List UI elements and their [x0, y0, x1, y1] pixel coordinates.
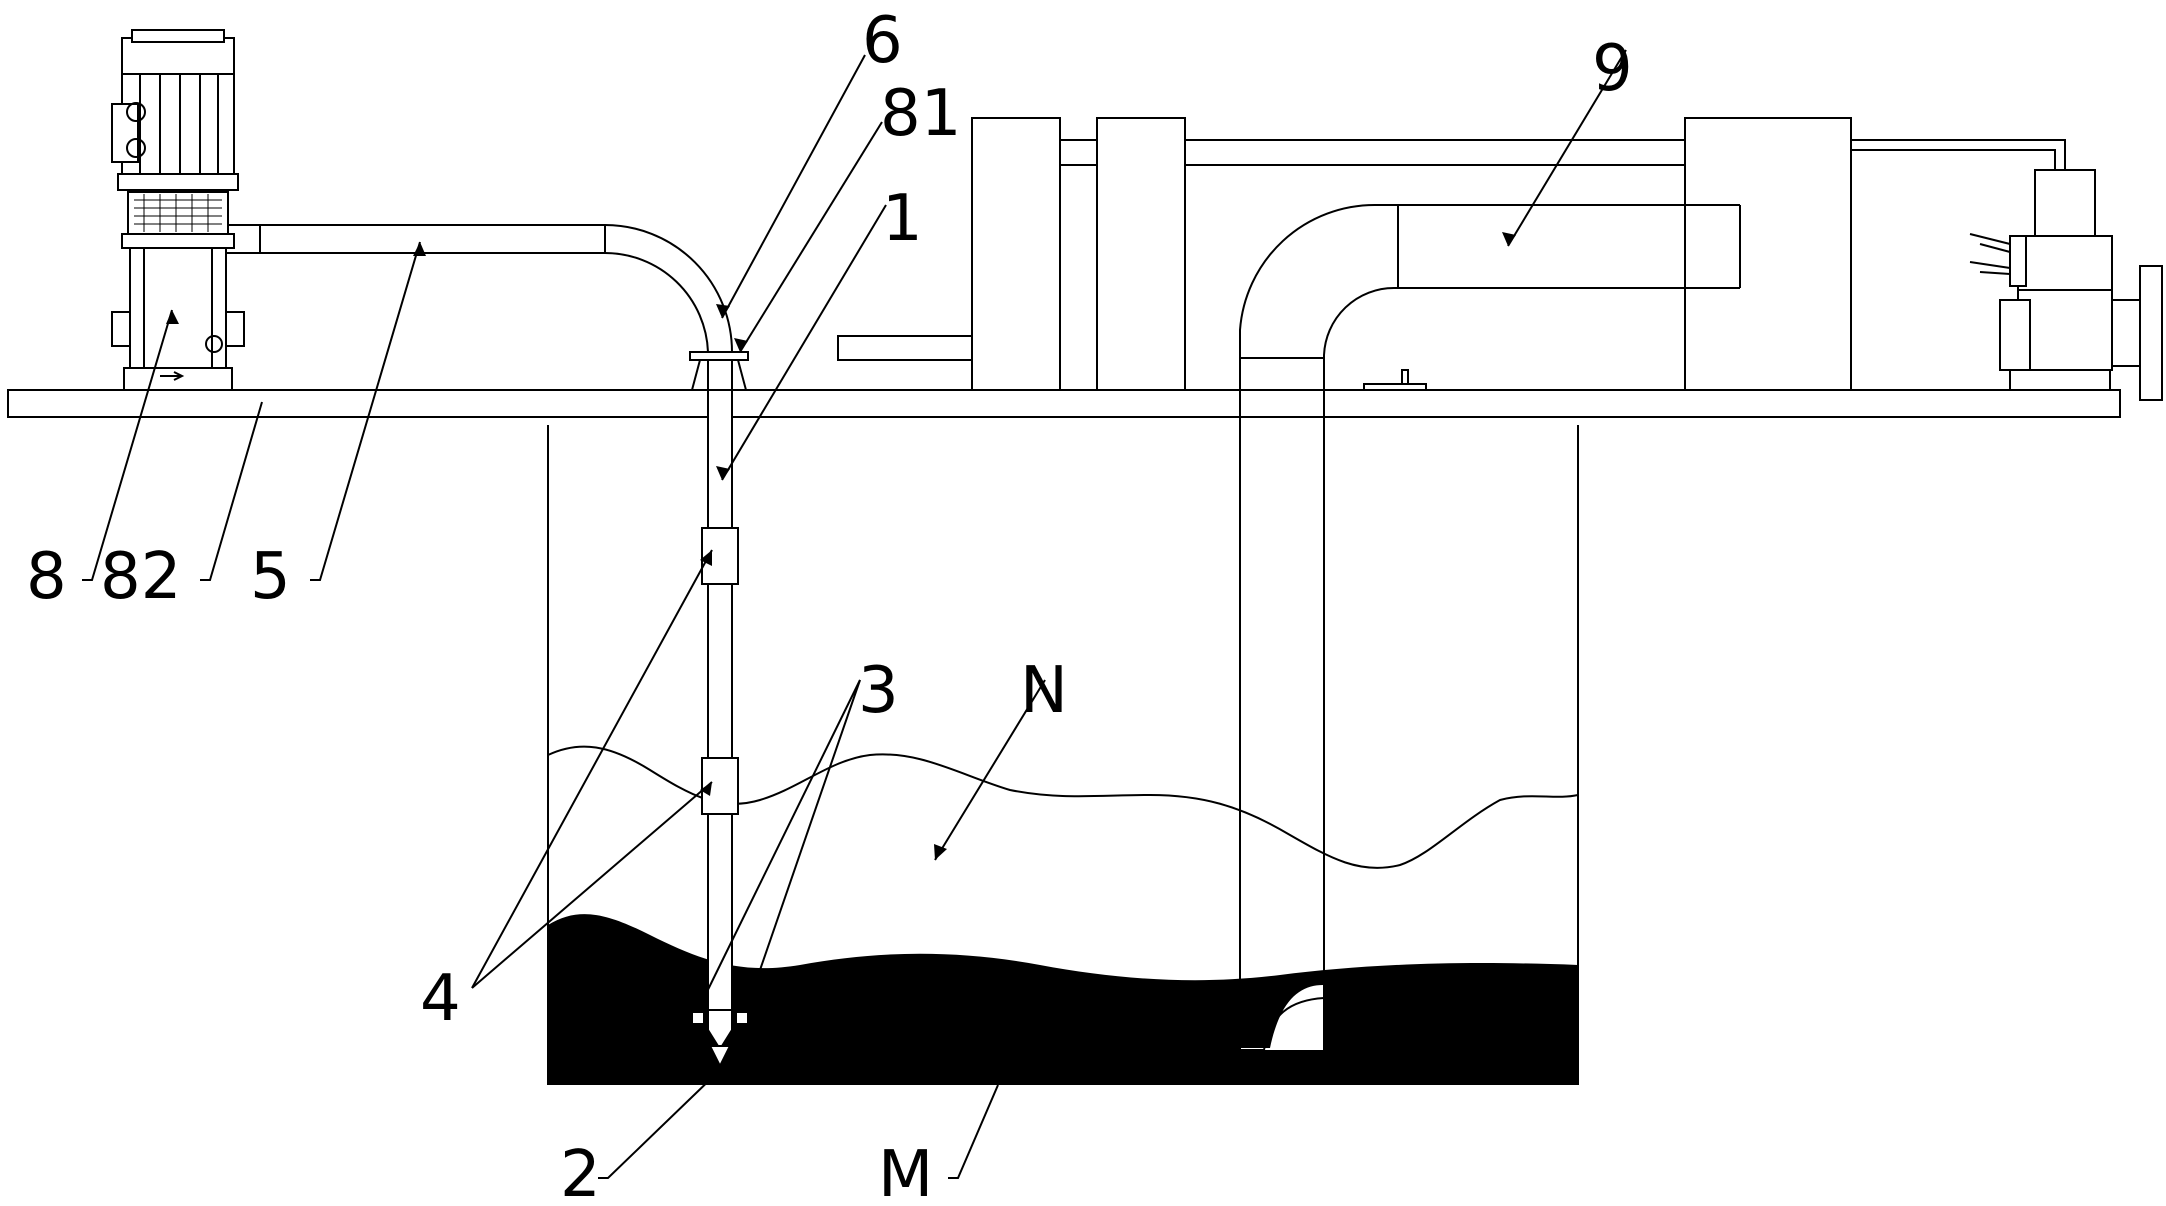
- label-4: 4: [420, 962, 461, 1036]
- nozzle-assembly: [691, 1009, 749, 1069]
- reference-labels: 6 81 1 9 8 82 5 3 N 4 2 M: [26, 4, 1633, 1206]
- base-platform: [7, 389, 2121, 418]
- support-bracket: [689, 351, 749, 391]
- pump-assembly: [111, 29, 245, 391]
- label-82: 82: [100, 540, 181, 614]
- right-motor-unit: [1969, 169, 2163, 401]
- discharge-duct: [1239, 203, 1741, 1051]
- label-9: 9: [1592, 32, 1633, 106]
- label-81: 81: [880, 77, 961, 151]
- label-5: 5: [250, 540, 291, 614]
- label-6: 6: [862, 4, 903, 78]
- label-M: M: [878, 1138, 933, 1206]
- label-2: 2: [560, 1138, 601, 1206]
- arrow-heads: [166, 232, 1516, 860]
- label-3: 3: [858, 654, 899, 728]
- leader-lines: [82, 49, 1627, 1179]
- label-1: 1: [882, 182, 923, 256]
- transfer-pipe: [210, 224, 733, 353]
- processing-unit: [837, 117, 2066, 391]
- label-N: N: [1020, 654, 1068, 728]
- suction-pipe: [701, 389, 739, 1011]
- label-8: 8: [26, 540, 67, 614]
